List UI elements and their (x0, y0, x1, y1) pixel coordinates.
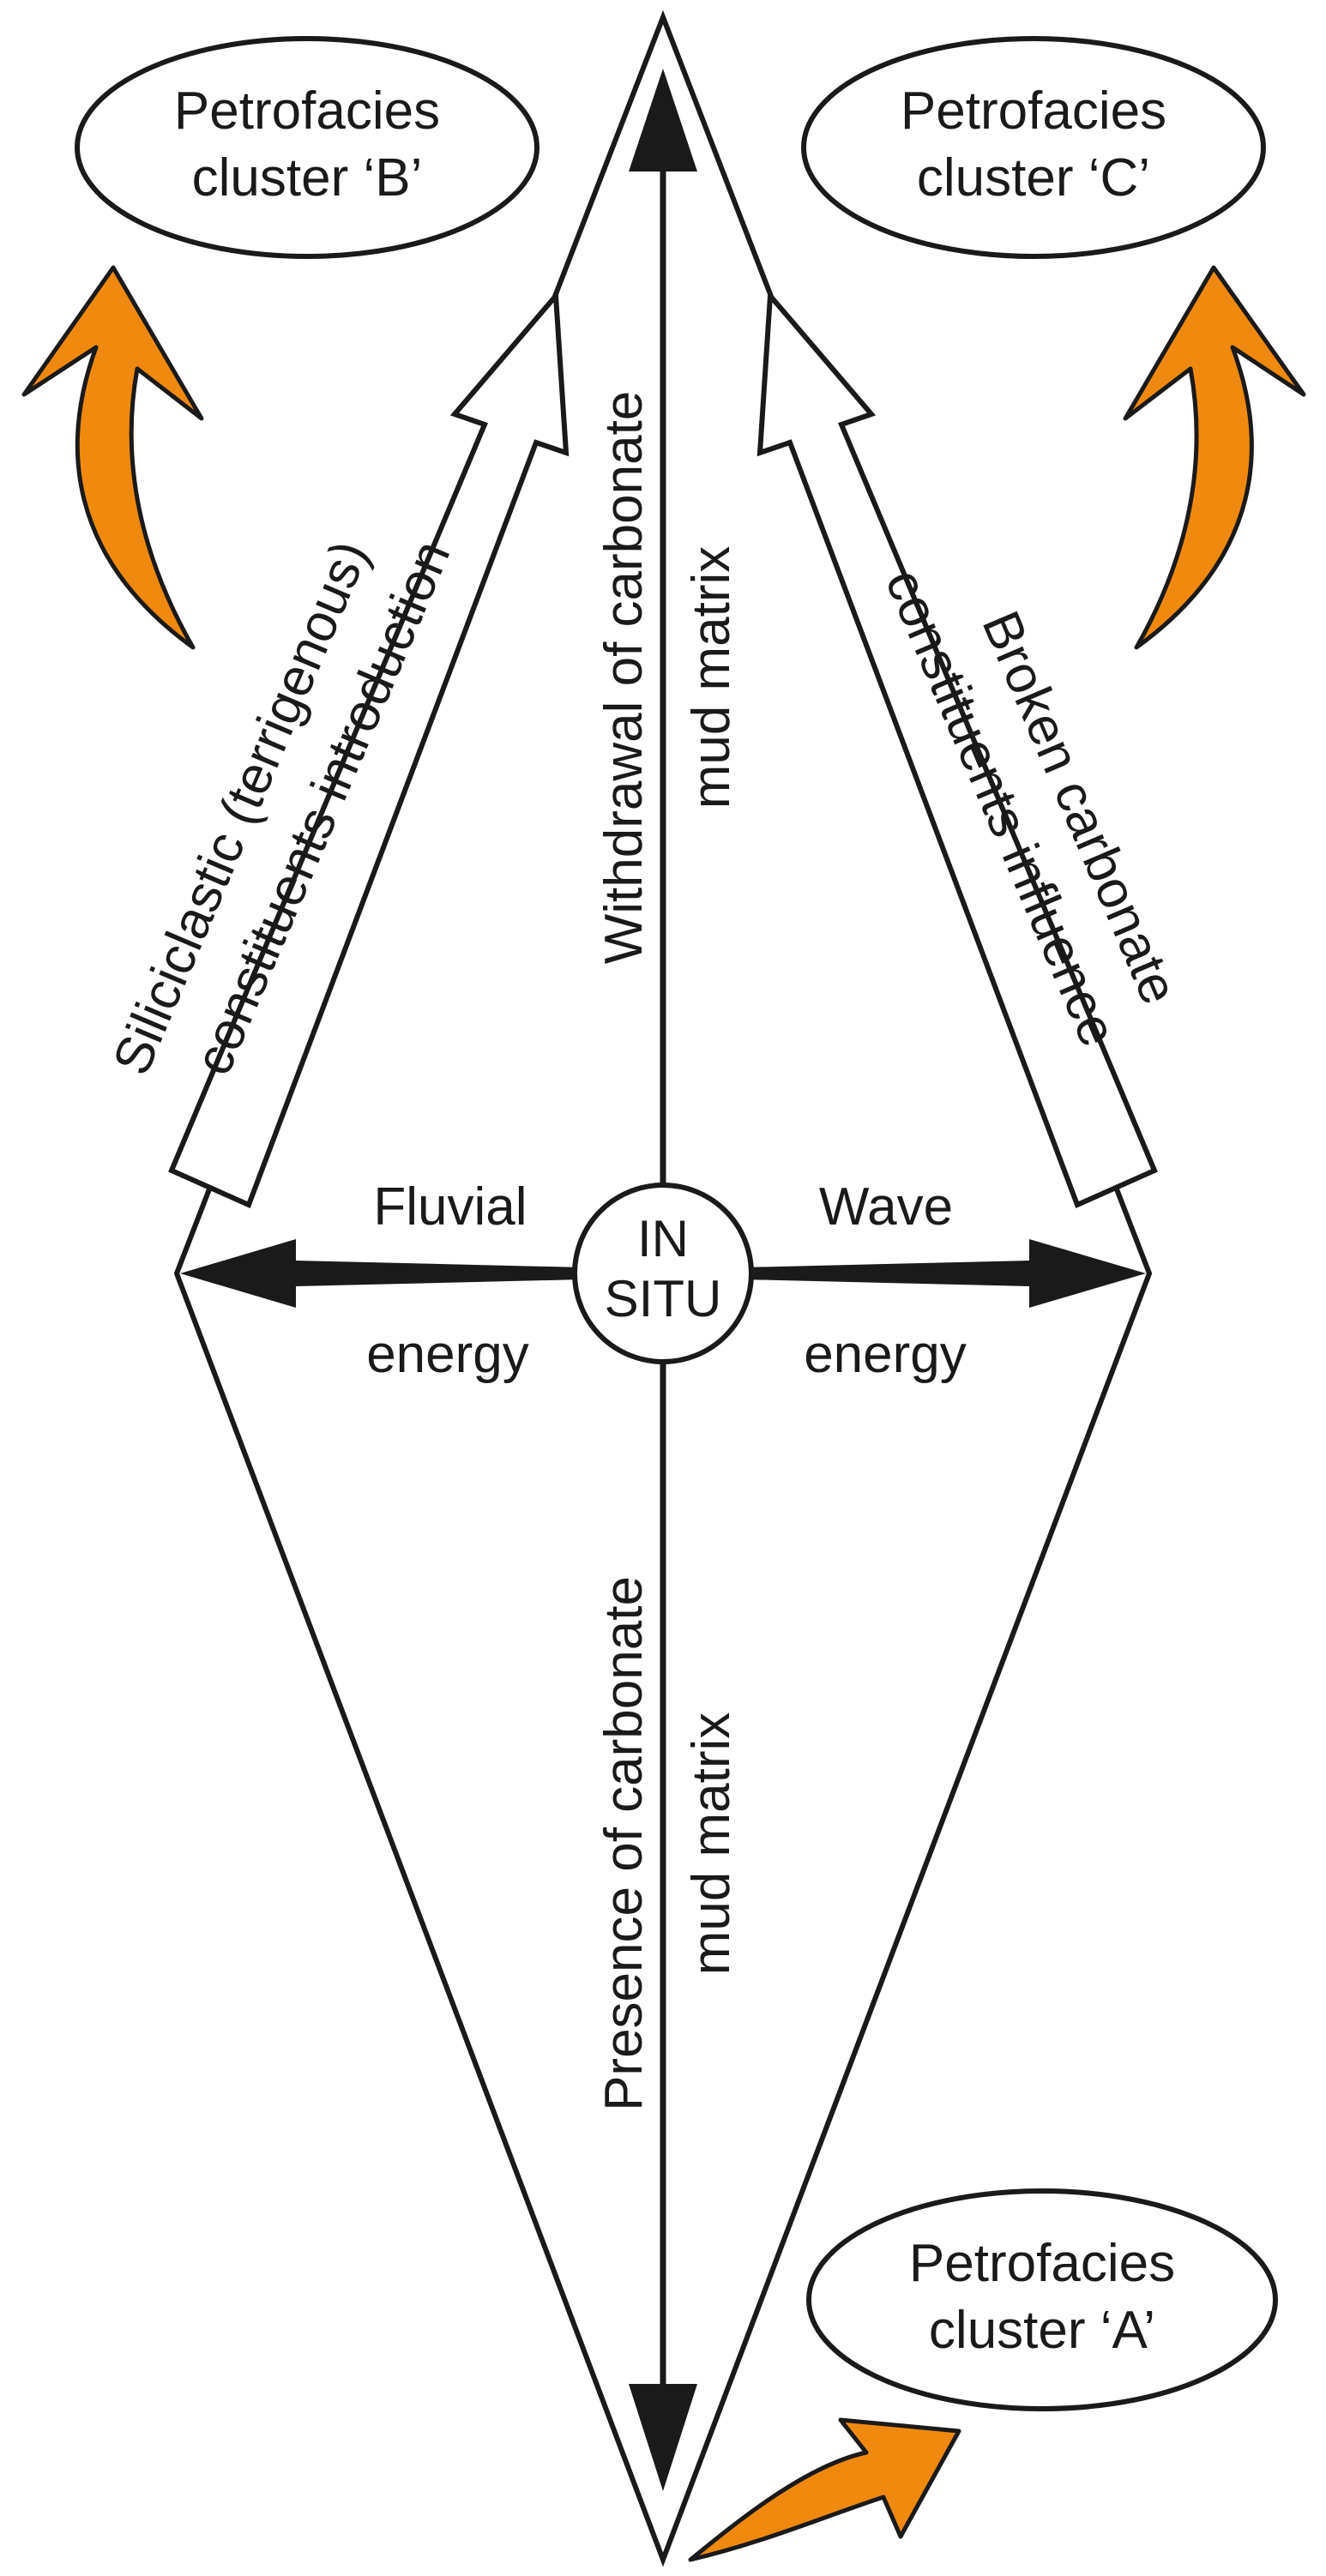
cluster-a-line1: Petrofacies (909, 2234, 1175, 2293)
wave-label: Wave (819, 1177, 953, 1237)
cluster-a-line2: cluster ‘A’ (929, 2301, 1155, 2360)
cluster-b-line1: Petrofacies (174, 81, 440, 141)
fluvial-label: Fluvial (373, 1177, 527, 1237)
orange-arrow-left (21, 265, 204, 650)
center-label-line2: SITU (605, 1270, 722, 1327)
top-arrowhead (629, 69, 697, 172)
withdrawal-label-line2: mud matrix (682, 546, 741, 810)
cluster-a-ellipse (806, 2188, 1278, 2411)
cluster-b-line2: cluster ‘B’ (192, 148, 423, 208)
orange-arrow-right (1123, 265, 1306, 650)
in-situ-circle (572, 1183, 754, 1364)
presence-label-line2: mud matrix (682, 1712, 741, 1976)
center-label-line1: IN (637, 1210, 689, 1267)
siliciclastic-arrow (168, 289, 570, 1209)
broken-carbonate-arrow (756, 289, 1158, 1209)
orange-arrow-bottom (688, 2417, 961, 2562)
cluster-c-ellipse (801, 36, 1266, 259)
withdrawal-label-line1: Withdrawal of carbonate (594, 391, 654, 965)
cluster-b-ellipse (75, 36, 539, 259)
presence-label-line1: Presence of carbonate (594, 1576, 654, 2111)
cluster-c-line2: cluster ‘C’ (917, 148, 1150, 208)
fluvial-energy-arrow (180, 1239, 583, 1308)
wave-energy-arrow (743, 1239, 1146, 1308)
cluster-c-line1: Petrofacies (901, 81, 1166, 141)
bottom-arrowhead (629, 2384, 697, 2491)
wave-energy-label: energy (804, 1325, 967, 1384)
fluvial-energy-label: energy (366, 1325, 529, 1384)
